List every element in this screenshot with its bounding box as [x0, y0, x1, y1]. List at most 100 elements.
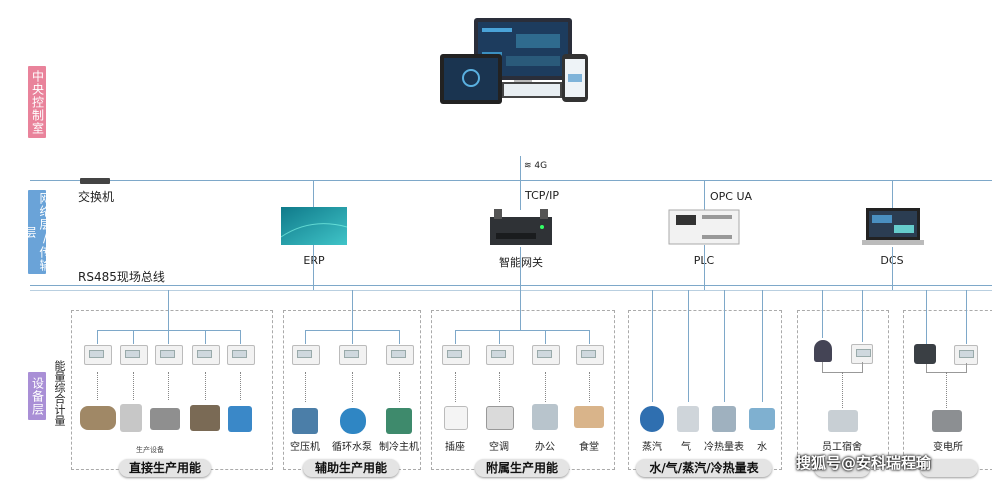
group3-drop-3 [545, 330, 546, 344]
gas-line [688, 290, 689, 402]
group1-drop-5 [240, 330, 241, 344]
meter [155, 345, 183, 365]
meter [227, 345, 255, 365]
wireless-label: ≋ 4G [524, 161, 547, 171]
production-equipment-icon [150, 408, 180, 430]
plc-downlink [704, 245, 705, 290]
dotted-link [589, 372, 591, 402]
canteen-icon [574, 406, 604, 428]
meter [851, 344, 873, 364]
rs485-bus-line [30, 285, 992, 286]
erp-icon [281, 207, 347, 245]
device-label: 变电所 [933, 442, 963, 453]
meter [292, 345, 320, 365]
group6-line-2 [966, 290, 967, 344]
node-label-erp: ERP [303, 254, 325, 267]
office-icon [532, 404, 558, 430]
layer-label-central: 中央控制室 [28, 66, 46, 138]
meter [442, 345, 470, 365]
group6-line-1 [926, 290, 927, 344]
group3-uplink [520, 290, 521, 330]
group-banner-dormitory [814, 459, 870, 477]
group3-drop-4 [589, 330, 590, 344]
dotted-link [240, 372, 242, 400]
device-label: 办公 [535, 442, 555, 453]
watermark: 搜狐号@安科瑞程瑜 [796, 454, 932, 472]
dcs-icon [862, 208, 924, 245]
meter [84, 345, 112, 365]
water-pump-icon [340, 408, 366, 434]
rs485-bus-line-2 [30, 290, 992, 291]
group2-drop-3 [399, 330, 400, 344]
wifi-icon: ≋ [524, 161, 532, 171]
dotted-link [133, 372, 135, 400]
device-label: 员工宿舍 [822, 442, 862, 453]
dcs-downlink [892, 247, 893, 290]
substation-icon [932, 410, 962, 432]
production-equipment-icon [120, 404, 142, 432]
layer-label-network: 网络层/传输层 [23, 190, 52, 274]
metering-label: 能量综合计量 [53, 360, 66, 426]
dcs-uplink [892, 180, 893, 210]
production-equipment-caption: 生产设备 [136, 446, 164, 454]
dotted-link [97, 372, 99, 400]
group2-drop-2 [352, 330, 353, 344]
meter [954, 345, 978, 365]
device-icon [814, 340, 832, 362]
dotted-link [352, 372, 354, 402]
group6-join-left [926, 364, 927, 372]
socket-icon [444, 406, 468, 430]
device-label: 水 [757, 442, 767, 453]
protocol-tcp-label: TCP/IP [525, 189, 559, 202]
group5-line-2 [862, 290, 863, 342]
group1-uplink [168, 290, 169, 330]
erp-uplink [313, 180, 314, 210]
group2-uplink [352, 290, 353, 330]
dotted-link [842, 372, 844, 408]
control-room-devices-image [440, 18, 588, 104]
device-label: 气 [681, 442, 691, 453]
gas-meter-icon [677, 406, 699, 432]
dotted-link [168, 372, 170, 400]
group-direct-production [71, 310, 273, 470]
dotted-link [946, 372, 948, 408]
group1-drop-1 [97, 330, 98, 344]
device-label: 冷热量表 [704, 442, 744, 453]
chiller-icon [386, 408, 412, 434]
water-meter-icon [749, 408, 775, 430]
device-label: 制冷主机 [379, 442, 419, 453]
device-label: 插座 [445, 442, 465, 453]
plc-icon [668, 209, 740, 245]
group-banner-direct: 直接生产用能 [119, 459, 211, 477]
wireless-text: 4G [534, 161, 548, 171]
meter [386, 345, 414, 365]
group-banner-utility: 水/气/蒸汽/冷热量表 [636, 459, 772, 477]
erp-downlink [313, 245, 314, 290]
heat-meter-line [724, 290, 725, 402]
meter [339, 345, 367, 365]
gateway-icon [490, 209, 552, 245]
group3-drop-2 [499, 330, 500, 344]
air-conditioner-icon [486, 406, 514, 430]
meter [576, 345, 604, 365]
layer-label-device: 设备层 [28, 372, 46, 420]
protocol-opc-label: OPC UA [710, 190, 753, 203]
group3-meter-bus [455, 330, 589, 331]
group1-drop-2 [133, 330, 134, 344]
dotted-link [455, 372, 457, 402]
device-label: 蒸汽 [642, 442, 662, 453]
production-equipment-icon [190, 405, 220, 431]
group6-join-right [966, 363, 967, 372]
group5-join-right [862, 362, 863, 372]
device-label: 空压机 [290, 442, 320, 453]
dotted-link [499, 372, 501, 402]
group-banner-substation [920, 459, 978, 477]
group-banner-auxiliary: 辅助生产用能 [303, 459, 399, 477]
gateway-downlink [520, 247, 521, 290]
group1-drop-3 [168, 330, 169, 344]
dotted-link [399, 372, 401, 402]
group2-drop-1 [305, 330, 306, 344]
group3-drop-1 [455, 330, 456, 344]
rs485-bus-label: RS485现场总线 [78, 270, 165, 284]
